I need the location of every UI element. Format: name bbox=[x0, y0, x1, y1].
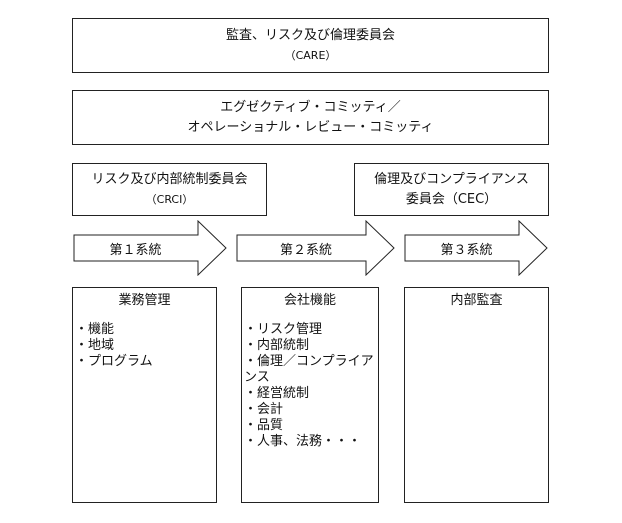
list-item: ・プログラム bbox=[75, 354, 153, 369]
list-item: ・内部統制 bbox=[244, 338, 310, 353]
list-item: ・品質 bbox=[244, 418, 284, 433]
list-item: ・倫理／コンプライアンス bbox=[244, 354, 374, 385]
list-item: ・会計 bbox=[244, 402, 284, 417]
executive-committee-line2: オペレーショナル・レビュー・コミッティ bbox=[187, 119, 434, 135]
business-management-box: 業務管理 ・機能 ・地域 ・プログラム bbox=[72, 287, 217, 503]
list-item: ・リスク管理 bbox=[244, 322, 323, 337]
list-item: ・地域 bbox=[75, 338, 115, 353]
business-management-list: ・機能 ・地域 ・プログラム bbox=[73, 322, 216, 370]
cec-committee-box: 倫理及びコンプライアンス 委員会（CEC） bbox=[354, 163, 549, 216]
first-line-arrow: 第１系統 bbox=[73, 220, 228, 276]
corporate-functions-title: 会社機能 bbox=[283, 293, 336, 308]
list-item: ・機能 bbox=[75, 322, 115, 337]
care-abbr: （CARE） bbox=[284, 48, 337, 62]
corporate-functions-box: 会社機能 ・リスク管理 ・内部統制 ・倫理／コンプライアンス ・経営統制 ・会計… bbox=[241, 287, 379, 503]
crci-committee-box: リスク及び内部統制委員会 （CRCI） bbox=[72, 163, 267, 216]
executive-committee-line1: エグゼクティブ・コミッティ／ bbox=[220, 99, 401, 115]
executive-committee-box: エグゼクティブ・コミッティ／ オペレーショナル・レビュー・コミッティ bbox=[72, 90, 549, 145]
cec-line2: 委員会（CEC） bbox=[405, 191, 498, 207]
second-line-arrow: 第２系統 bbox=[236, 220, 396, 276]
second-line-label: 第２系統 bbox=[279, 242, 332, 258]
list-item: ・経営統制 bbox=[244, 386, 310, 401]
business-management-title: 業務管理 bbox=[118, 293, 171, 308]
care-committee-box: 監査、リスク及び倫理委員会 （CARE） bbox=[72, 18, 549, 73]
crci-abbr: （CRCI） bbox=[145, 192, 194, 206]
crci-title: リスク及び内部統制委員会 bbox=[91, 171, 248, 187]
internal-audit-title: 内部監査 bbox=[450, 293, 503, 308]
first-line-label: 第１系統 bbox=[109, 242, 162, 258]
list-item: ・人事、法務・・・ bbox=[244, 434, 362, 449]
cec-line1: 倫理及びコンプライアンス bbox=[374, 171, 529, 187]
corporate-functions-list: ・リスク管理 ・内部統制 ・倫理／コンプライアンス ・経営統制 ・会計 ・品質 … bbox=[242, 322, 378, 450]
care-title: 監査、リスク及び倫理委員会 bbox=[225, 27, 395, 43]
third-line-arrow: 第３系統 bbox=[404, 220, 549, 276]
internal-audit-box: 内部監査 bbox=[404, 287, 549, 503]
third-line-label: 第３系統 bbox=[440, 242, 493, 258]
